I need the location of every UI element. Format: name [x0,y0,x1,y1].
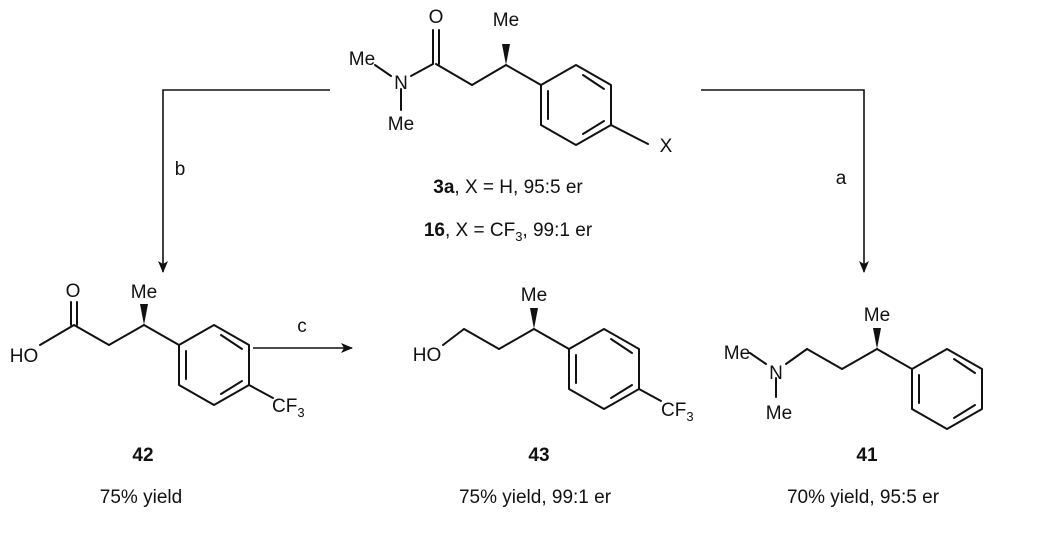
product-42-structure [39,301,274,406]
atom-me-n2-41: Me [766,403,792,424]
arrow-a [701,89,869,273]
atom-o: O [429,7,444,28]
atom-me-n2: Me [388,114,414,135]
atom-n: N [394,73,408,94]
compound-label-43: 43 [528,445,549,466]
compound-label-16: 16 [424,220,445,241]
caption-3a-text: , X = H, 95:5 er [454,177,583,198]
caption-16-text-pre: , X = CF [445,220,515,241]
atom-n-41: N [769,363,783,384]
caption-16: 16, X = CF3, 99:1 er [424,220,593,244]
atom-cf-42: CF [272,396,297,417]
compound-label-42: 42 [132,445,153,466]
atom-me-43: Me [521,285,547,306]
arrow-c-label: c [297,316,307,337]
atom-cf-43: CF [661,400,686,421]
product-43-structure [442,308,662,410]
atom-cf3-sub-43: 3 [686,409,693,424]
atom-ho-42: HO [10,346,39,367]
product-41-structure [749,328,983,430]
atom-me-n1: Me [349,49,375,70]
atom-cf3-42: CF3 [272,396,305,420]
compound-label-3a: 3a [433,177,455,198]
atom-cf3-43: CF3 [661,400,694,424]
compound-label-41: 41 [856,445,878,466]
arrow-b-label: b [175,159,186,180]
caption-3a: 3a, X = H, 95:5 er [433,177,583,198]
yield-41: 70% yield, 95:5 er [787,487,940,508]
yield-42: 75% yield [100,487,182,508]
atom-me-n1-41: Me [724,343,750,364]
atom-o-42: O [66,281,81,302]
caption-16-subscript: 3 [515,229,522,244]
atom-ho-43: HO [413,345,442,366]
starting-material-structure [374,29,649,146]
atom-me-42: Me [131,282,157,303]
atom-cf3-sub-42: 3 [297,405,304,420]
caption-16-text-post: , 99:1 er [522,220,592,241]
arrow-a-label: a [836,168,847,189]
atom-me-41: Me [864,305,890,326]
yield-43: 75% yield, 99:1 er [459,487,612,508]
atom-me-stereo: Me [493,10,519,31]
arrow-b [158,89,330,273]
atom-x: X [660,136,673,157]
